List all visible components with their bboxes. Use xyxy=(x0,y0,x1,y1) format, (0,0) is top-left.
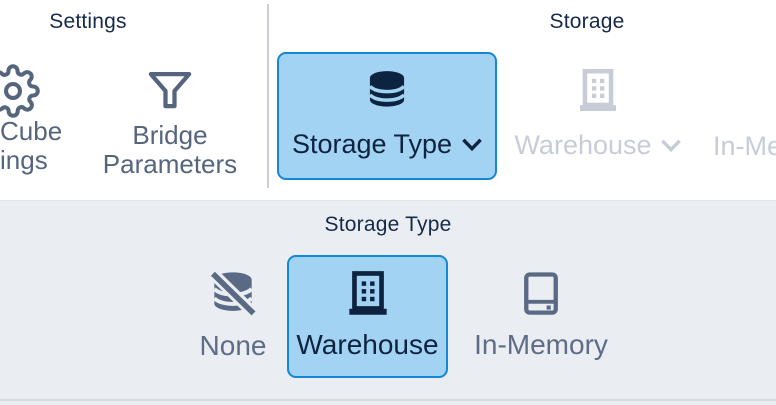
content-area-edge xyxy=(0,401,776,405)
funnel-icon xyxy=(143,64,197,118)
storage-type-button[interactable]: Storage Type xyxy=(277,52,497,180)
storage-option-none[interactable]: None xyxy=(166,255,300,378)
chevron-down-icon xyxy=(660,139,681,152)
option-none-label: None xyxy=(199,330,267,361)
warehouse-button[interactable]: Warehouse xyxy=(505,52,690,182)
group-divider xyxy=(267,4,269,188)
cube-settings-label: Cube ings xyxy=(0,116,63,175)
building-icon xyxy=(571,64,625,118)
storage-group-label: Storage xyxy=(549,10,625,33)
bridge-parameters-label: Bridge Parameters xyxy=(102,120,238,179)
memory-icon xyxy=(770,64,776,120)
warehouse-label: Warehouse xyxy=(514,130,652,160)
in-memory-label: In-Memory xyxy=(713,131,776,161)
option-warehouse-label: Warehouse xyxy=(296,329,439,360)
storage-option-in-memory[interactable]: In-Memory xyxy=(468,255,614,378)
option-in-memory-label: In-Memory xyxy=(474,329,608,360)
database-slash-icon xyxy=(204,267,262,323)
gear-icon xyxy=(0,64,40,118)
storage-option-warehouse[interactable]: Warehouse xyxy=(287,255,448,378)
chevron-down-icon xyxy=(462,138,482,151)
bridge-parameters-button[interactable]: Bridge Parameters xyxy=(88,52,252,182)
settings-group-label: Settings xyxy=(49,10,127,33)
memory-icon xyxy=(515,268,567,320)
database-icon xyxy=(362,67,412,117)
dropdown-title: Storage Type xyxy=(324,213,452,236)
building-icon xyxy=(340,266,396,322)
storage-type-label: Storage Type xyxy=(291,129,453,159)
